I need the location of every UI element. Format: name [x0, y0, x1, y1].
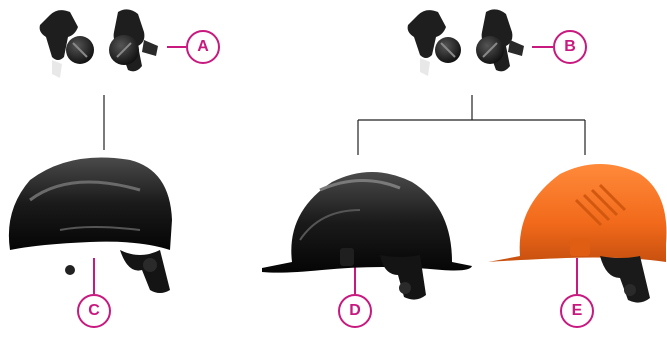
mount-a-right — [109, 9, 158, 71]
callout-b: B — [553, 30, 587, 64]
callout-c: C — [77, 294, 111, 328]
attachment-set-b — [408, 9, 524, 76]
mount-b-left — [408, 10, 461, 76]
helmet-d — [262, 172, 472, 300]
callout-a: A — [186, 30, 220, 64]
callout-e: E — [560, 294, 594, 328]
attachment-set-a — [40, 9, 158, 78]
mount-b-right — [476, 9, 524, 71]
helmet-c — [9, 158, 172, 294]
mount-a-left — [40, 10, 94, 78]
callout-d: D — [338, 294, 372, 328]
